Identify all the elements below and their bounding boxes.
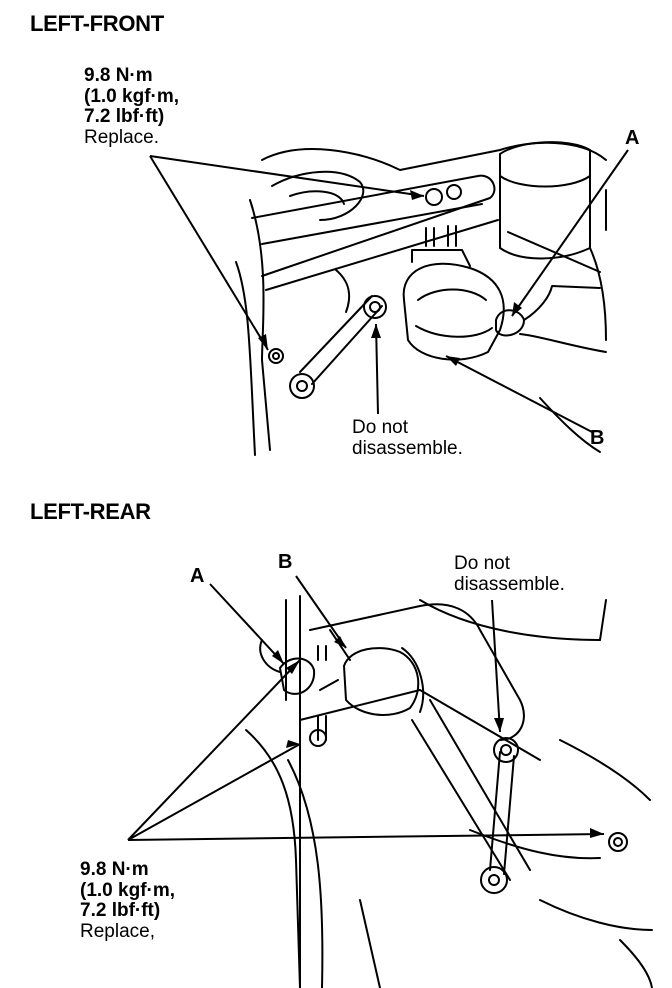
front-body-edge [249,199,271,451]
rear-body-outline [419,599,601,641]
front-torque-lbf: 7.2 lbf·ft) [84,106,165,128]
front-torque-kgf: (1.0 kgf·m, [84,85,180,107]
rear-arrowhead-t2 [286,740,300,748]
rear-arrowhead-t1 [286,660,300,674]
rear-connector-a [279,657,316,695]
front-link-rod [299,295,373,373]
front-torque-spec: 9.8 N·m (1.0 kgf·m, 7.2 lbf·ft) Replace. [84,65,180,148]
rear-leader-torque-2 [127,743,301,841]
rear-note-line2: disassemble. [454,573,565,595]
rear-sensor-b [343,647,420,716]
rear-frame-edge [245,729,301,988]
rear-torque-lbf: 7.2 lbf·ft) [80,900,161,922]
front-leader-b [445,355,593,433]
front-leader-torque-lower [149,155,269,351]
front-leader-note [375,323,379,415]
front-body-outline [261,141,607,171]
rear-heading: LEFT-REAR [30,499,151,524]
front-arrowhead-1 [410,190,424,200]
rear-leader-a [209,583,285,665]
rear-nut-right [608,832,628,852]
front-nut-lower [268,348,284,364]
front-crossmember [251,174,496,277]
front-sensor-b [402,262,505,361]
front-body-edge2 [235,261,256,456]
rear-link-rod [489,751,501,871]
front-arrowhead-4 [446,356,460,366]
rear-arrowhead-a [272,650,284,664]
rear-mount-bolts [317,645,327,661]
front-nut-upper [425,188,443,206]
rear-torque-nm: 9.8 N·m [80,859,149,880]
rear-note: Do not disassemble. [454,553,565,595]
rear-leader-b [295,575,347,649]
front-torque-nm: 9.8 N·m [84,65,153,86]
front-callout-a: A [625,127,640,149]
rear-arrowhead-b [334,636,346,648]
rear-leader-note [491,599,501,733]
rear-callout-b: B [278,551,293,573]
rear-arrowhead-note [494,718,504,732]
front-note: Do not disassemble. [352,417,463,459]
front-arrowhead-5 [371,324,381,338]
rear-torque-kgf: (1.0 kgf·m, [80,879,176,901]
rear-callout-a: A [190,565,205,587]
rear-leader-torque-1 [127,659,301,841]
front-note-line2: disassemble. [352,437,463,459]
rear-torque-replace: Replace, [80,920,155,942]
front-hose [271,170,365,221]
rear-arrowhead-t3 [590,828,604,838]
rear-torque-spec: 9.8 N·m (1.0 kgf·m, 7.2 lbf·ft) Replace, [80,859,176,942]
rear-nut-left [309,729,327,747]
front-heading: LEFT-FRONT [30,11,164,36]
front-callout-b: B [590,427,605,449]
front-leader-torque-upper [149,155,425,197]
rear-leader-torque-3 [127,833,605,841]
front-arrowhead-3 [512,302,522,316]
front-note-line1: Do not [352,417,408,438]
rear-bracket [309,603,525,741]
front-leader-a [511,149,629,317]
front-torque-replace: Replace. [84,126,159,148]
front-mount-bolts [425,225,457,247]
rear-note-line1: Do not [454,553,510,574]
front-arrowhead-2 [258,334,268,350]
